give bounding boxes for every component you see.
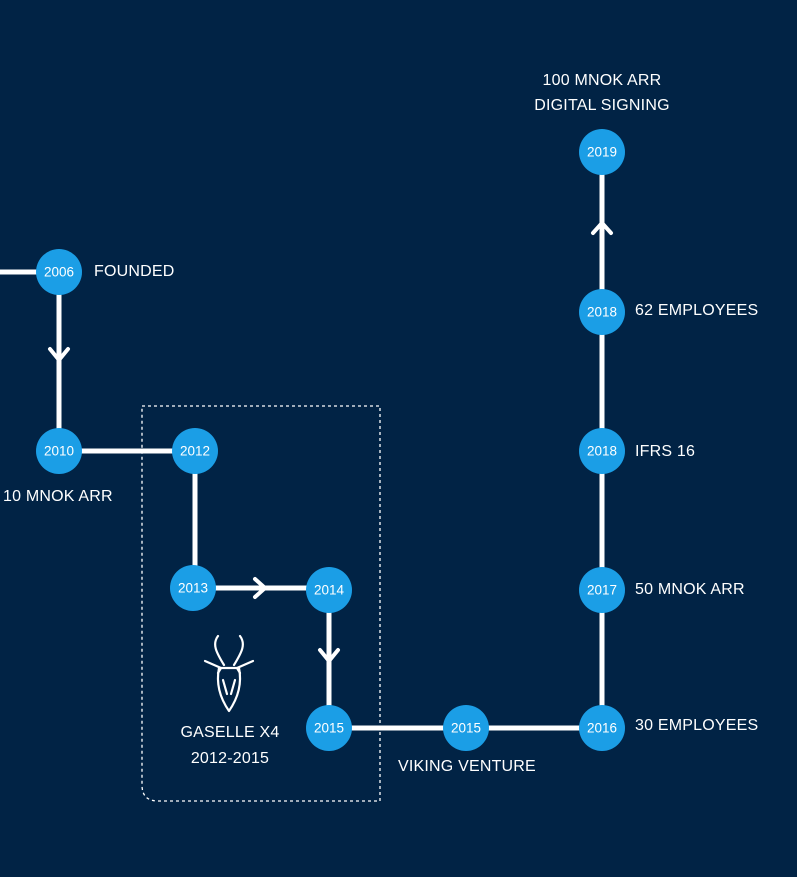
label-62-employees: 62 EMPLOYEES bbox=[635, 302, 759, 319]
svg-text:2013: 2013 bbox=[178, 581, 208, 596]
label-30-employees: 30 EMPLOYEES bbox=[635, 717, 759, 734]
node-2018-employees: 2018 bbox=[579, 289, 625, 335]
label-digital-signing: DIGITAL SIGNING bbox=[534, 97, 670, 114]
label-50-mnok-arr: 50 MNOK ARR bbox=[635, 581, 745, 598]
svg-text:2010: 2010 bbox=[44, 444, 74, 459]
svg-text:2006: 2006 bbox=[44, 265, 74, 280]
arrow-right-icon bbox=[253, 577, 267, 599]
node-2016: 2016 bbox=[579, 705, 625, 751]
label-viking-venture: VIKING VENTURE bbox=[398, 758, 536, 775]
arrow-down-icon bbox=[318, 648, 340, 663]
svg-text:2018: 2018 bbox=[587, 305, 617, 320]
svg-text:2012: 2012 bbox=[180, 444, 210, 459]
label-gaselle-title: GASELLE X4 bbox=[180, 724, 280, 741]
node-2012: 2012 bbox=[172, 428, 218, 474]
label-gaselle-years: 2012-2015 bbox=[190, 750, 270, 767]
node-2015-viking: 2015 bbox=[443, 705, 489, 751]
arrow-down-icon bbox=[48, 347, 70, 362]
label-ifrs-16: IFRS 16 bbox=[635, 443, 696, 460]
svg-text:2014: 2014 bbox=[314, 583, 345, 598]
node-2018-ifrs: 2018 bbox=[579, 428, 625, 474]
svg-text:2019: 2019 bbox=[587, 145, 617, 160]
label-founded: FOUNDED bbox=[94, 263, 175, 280]
node-2019: 2019 bbox=[579, 129, 625, 175]
svg-text:2016: 2016 bbox=[587, 721, 617, 736]
node-2017: 2017 bbox=[579, 567, 625, 613]
label-10-mnok-arr: 10 MNOK ARR bbox=[3, 488, 113, 505]
timeline-connector bbox=[0, 152, 605, 731]
svg-text:2015: 2015 bbox=[451, 721, 481, 736]
gazelle-head-icon bbox=[203, 634, 255, 713]
node-2014: 2014 bbox=[306, 567, 352, 613]
svg-text:2018: 2018 bbox=[587, 444, 617, 459]
node-2015-gaselle: 2015 bbox=[306, 705, 352, 751]
svg-text:2017: 2017 bbox=[587, 583, 617, 598]
label-100-mnok-arr: 100 MNOK ARR bbox=[542, 72, 662, 89]
gaselle-period-box bbox=[141, 405, 381, 802]
svg-text:2015: 2015 bbox=[314, 721, 344, 736]
node-2010: 2010 bbox=[36, 428, 82, 474]
arrow-up-icon bbox=[591, 221, 613, 235]
node-2006: 2006 bbox=[36, 249, 82, 295]
node-2013: 2013 bbox=[170, 565, 216, 611]
